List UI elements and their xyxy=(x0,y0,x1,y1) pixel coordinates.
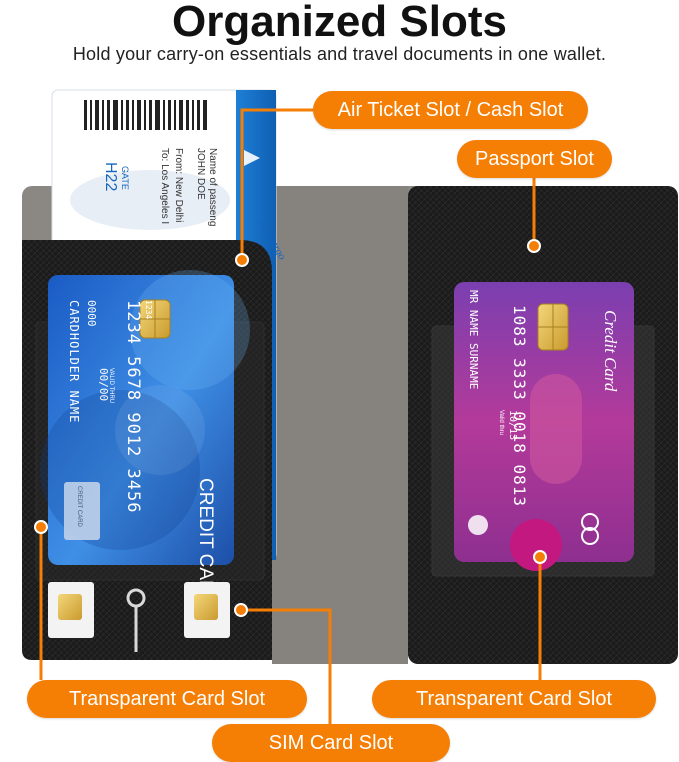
left-card-brand: CREDIT CARD xyxy=(195,478,216,608)
callout-transparent-card-slot-left: Transparent Card Slot xyxy=(27,680,307,718)
ticket-gate: H22 xyxy=(102,162,119,191)
callout-passport-slot: Passport Slot xyxy=(457,140,612,178)
callout-air-ticket-label: Air Ticket Slot / Cash Slot xyxy=(337,98,564,121)
wallet-spine xyxy=(272,186,408,664)
callout-sim-label: SIM Card Slot xyxy=(268,731,394,754)
left-card-number: 1234 5678 9012 3456 xyxy=(123,300,143,513)
marker-air-ticket xyxy=(235,253,249,267)
right-card-brand: Credit Card xyxy=(601,310,620,392)
sim-card-left xyxy=(48,582,94,638)
right-card-holder: MR NAME SURNAME xyxy=(467,290,480,389)
page-subtitle: Hold your carry-on essentials and travel… xyxy=(72,44,607,64)
leader-sim xyxy=(241,608,332,724)
left-credit-card xyxy=(40,270,250,565)
sim-eject-pin xyxy=(126,588,146,652)
left-card-valid-label: VALID THRU xyxy=(108,368,114,403)
marker-passport xyxy=(527,239,541,253)
left-card-small-number: 1234 xyxy=(144,300,153,319)
callout-air-ticket-slot: Air Ticket Slot / Cash Slot xyxy=(313,91,588,129)
leader-air-ticket xyxy=(240,108,313,260)
marker-transparent-right xyxy=(533,550,547,564)
ticket-to: To: Los Angeles I xyxy=(159,148,170,224)
right-credit-card xyxy=(454,282,634,571)
ticket-passenger-label: Name of passeng xyxy=(207,148,218,226)
callout-transparent-right-label: Transparent Card Slot xyxy=(415,687,612,710)
page-title: Organized Slots xyxy=(172,0,507,46)
right-card-date: 10/13 xyxy=(507,410,518,440)
left-card-mini-label: CREDIT CARD xyxy=(76,486,82,528)
callout-transparent-card-slot-right: Transparent Card Slot xyxy=(372,680,656,718)
left-card-prefix: 0000 xyxy=(85,300,98,327)
callout-passport-label: Passport Slot xyxy=(475,147,594,170)
marker-transparent-left xyxy=(34,520,48,534)
sim-card-right xyxy=(184,582,230,638)
ticket-from: From: New Delhi xyxy=(173,148,184,222)
marker-sim xyxy=(234,603,248,617)
right-card-number: 1083 3333 0018 0813 xyxy=(510,305,529,507)
callout-transparent-left-label: Transparent Card Slot xyxy=(68,687,265,710)
left-card-holder: CARDHOLDER NAME xyxy=(67,300,81,423)
right-card-date-label: Valid thru xyxy=(498,410,504,435)
ticket-gate-label: GATE xyxy=(120,166,130,190)
left-card-valid: 00/00 xyxy=(97,368,110,401)
ticket-passenger-name: JOHN DOE xyxy=(195,148,206,200)
callout-sim-card-slot: SIM Card Slot xyxy=(212,724,450,762)
